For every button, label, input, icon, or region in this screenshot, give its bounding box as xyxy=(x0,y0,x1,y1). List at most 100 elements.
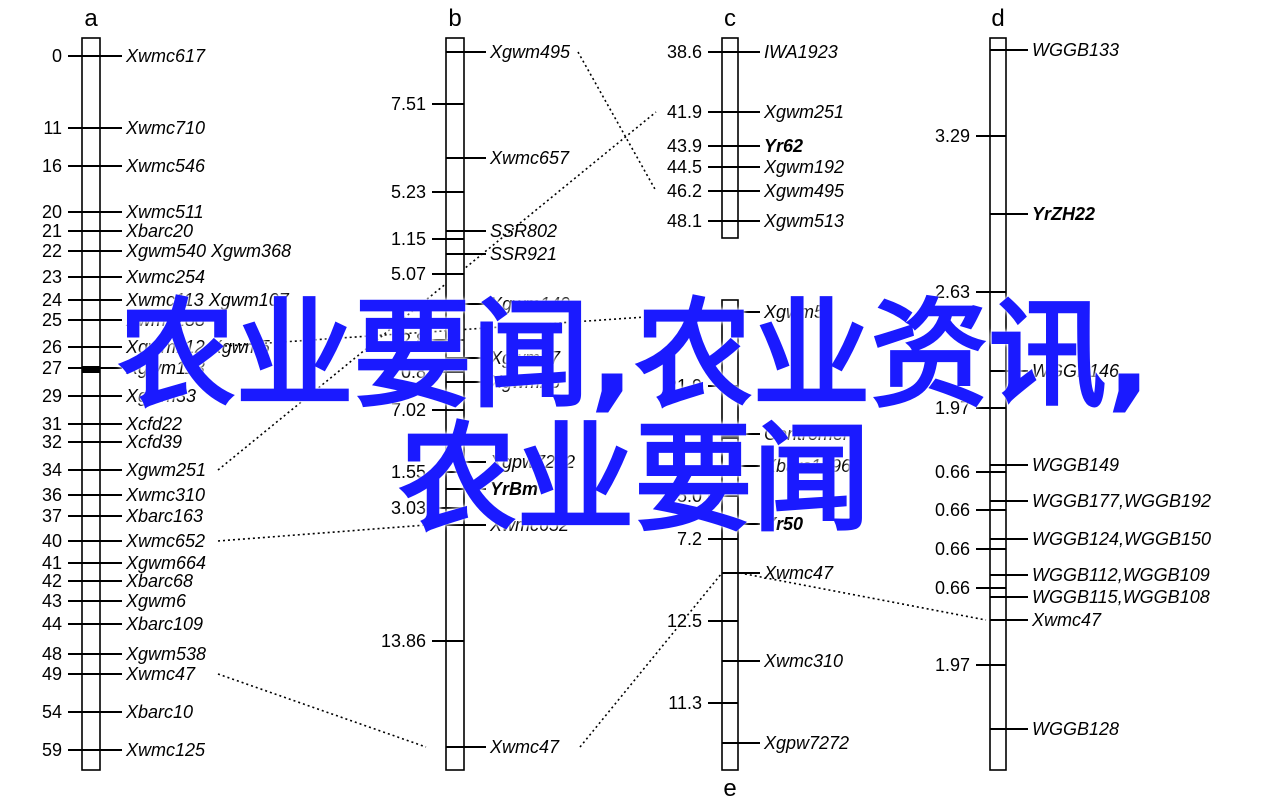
chromosome-bar xyxy=(81,37,101,771)
marker-label: WGGB128 xyxy=(1032,719,1119,739)
marker-label: Xgwm538 xyxy=(125,644,206,664)
marker: Xgpw7272 xyxy=(446,452,575,472)
marker: 7.2 xyxy=(677,529,738,549)
marker-label: YrBm xyxy=(490,479,538,499)
marker: Yr50 xyxy=(722,514,803,534)
marker-link xyxy=(577,51,657,192)
position-label: 11 xyxy=(43,118,62,138)
marker: Xgwm25 xyxy=(446,372,561,392)
position-label: 11.3 xyxy=(668,693,702,713)
marker: WGGB112,WGGB109 xyxy=(990,565,1210,585)
marker-label: Xgwm6 xyxy=(125,591,187,611)
marker-label: Xwmc652 xyxy=(489,515,569,535)
marker: WGGB124,WGGB150 xyxy=(990,529,1211,549)
marker: 3.29 xyxy=(935,126,1006,146)
marker: 2.8 xyxy=(401,330,464,350)
chromosome-b: bXgwm4957.51Xwmc6575.23SSR8021.15SSR9215… xyxy=(381,5,575,771)
chromosome-title: e xyxy=(723,775,736,802)
watermark-line-2: 农业要闻 xyxy=(398,410,871,548)
marker-label: WGGB177,WGGB192 xyxy=(1032,491,1211,511)
chromosome-bar xyxy=(445,37,465,771)
marker: 12.5 xyxy=(667,611,738,631)
marker: WGGB177,WGGB192 xyxy=(990,491,1211,511)
marker-label: Xbarc1096 xyxy=(763,456,852,476)
position-label: 0.66 xyxy=(935,539,970,559)
marker: Xwmc47 xyxy=(446,737,560,757)
marker-label: IWA1923 xyxy=(764,42,838,62)
marker-label: Xgwm112 Xgwm5 xyxy=(125,337,271,357)
marker-link xyxy=(217,673,427,748)
marker: Xbarc1096 xyxy=(722,456,852,476)
marker-label: Xbarc109 xyxy=(125,614,203,634)
marker-link xyxy=(217,111,657,471)
position-label: 23 xyxy=(42,267,62,287)
marker-label: Xgwm495 xyxy=(489,42,571,62)
marker-label: WGGB115,WGGB108 xyxy=(1032,587,1210,607)
marker-label: YrZH22 xyxy=(1032,204,1095,224)
marker-label: Yr50 xyxy=(764,514,803,534)
position-label: 54 xyxy=(42,702,62,722)
chromosome-bar xyxy=(721,37,739,239)
marker: WGGB128 xyxy=(990,719,1119,739)
marker: WGGB115,WGGB108 xyxy=(990,587,1210,607)
position-label: 43 xyxy=(42,591,62,611)
position-label: 41 xyxy=(42,553,62,573)
marker: 11 Xwmc710 xyxy=(43,118,205,138)
marker-label: Xwmc125 xyxy=(125,740,206,760)
position-label: 42 xyxy=(42,571,62,591)
marker: 11.3 xyxy=(668,693,738,713)
marker-label: Xwmc47 xyxy=(489,737,560,757)
marker: 24 Xwmc113 Xgwm107 xyxy=(42,290,290,310)
marker-label: WGGB133 xyxy=(1032,40,1119,60)
position-label: 32 xyxy=(42,432,62,452)
marker: 0.66 xyxy=(935,539,1006,559)
marker-label: WGGB112,WGGB109 xyxy=(1032,565,1210,585)
marker-label: WGGB146 xyxy=(1032,361,1120,381)
marker: Xwmc652 xyxy=(446,515,569,535)
chromosome-title: b xyxy=(448,5,461,32)
position-label: 2.8 xyxy=(401,330,426,350)
marker-label: Xwmc47 xyxy=(1031,610,1102,630)
position-label: 38.6 xyxy=(667,42,702,62)
position-label: 0.66 xyxy=(935,462,970,482)
marker-label: Xcfd39 xyxy=(125,432,182,452)
position-label: 44.5 xyxy=(667,157,702,177)
marker-label: Xwmc710 xyxy=(125,118,205,138)
position-label: 59 xyxy=(42,740,62,760)
marker: WGGB146 xyxy=(990,361,1120,381)
marker: Xwmc47 xyxy=(722,563,834,583)
marker-label: WGGB149 xyxy=(1032,455,1119,475)
chromosome-title: a xyxy=(84,5,98,32)
position-label: 24 xyxy=(42,290,62,310)
marker-label: Xbarc20 xyxy=(125,221,193,241)
marker-label: Centromere xyxy=(764,424,859,444)
marker-label: Xwmc113 Xgwm107 xyxy=(125,290,290,310)
centromere-band xyxy=(722,430,738,439)
marker: 59 Xwmc125 xyxy=(42,740,206,760)
position-label: 27 xyxy=(42,358,62,378)
marker-label: Xgwm37 xyxy=(489,348,561,368)
position-label: 1.97 xyxy=(935,655,970,675)
chromosome-title: c xyxy=(724,5,736,32)
marker: 42 Xbarc68 xyxy=(42,571,193,591)
marker-label: Xbarc68 xyxy=(125,571,193,591)
marker-label: Yr62 xyxy=(764,136,803,156)
position-label: 13.86 xyxy=(381,631,426,651)
